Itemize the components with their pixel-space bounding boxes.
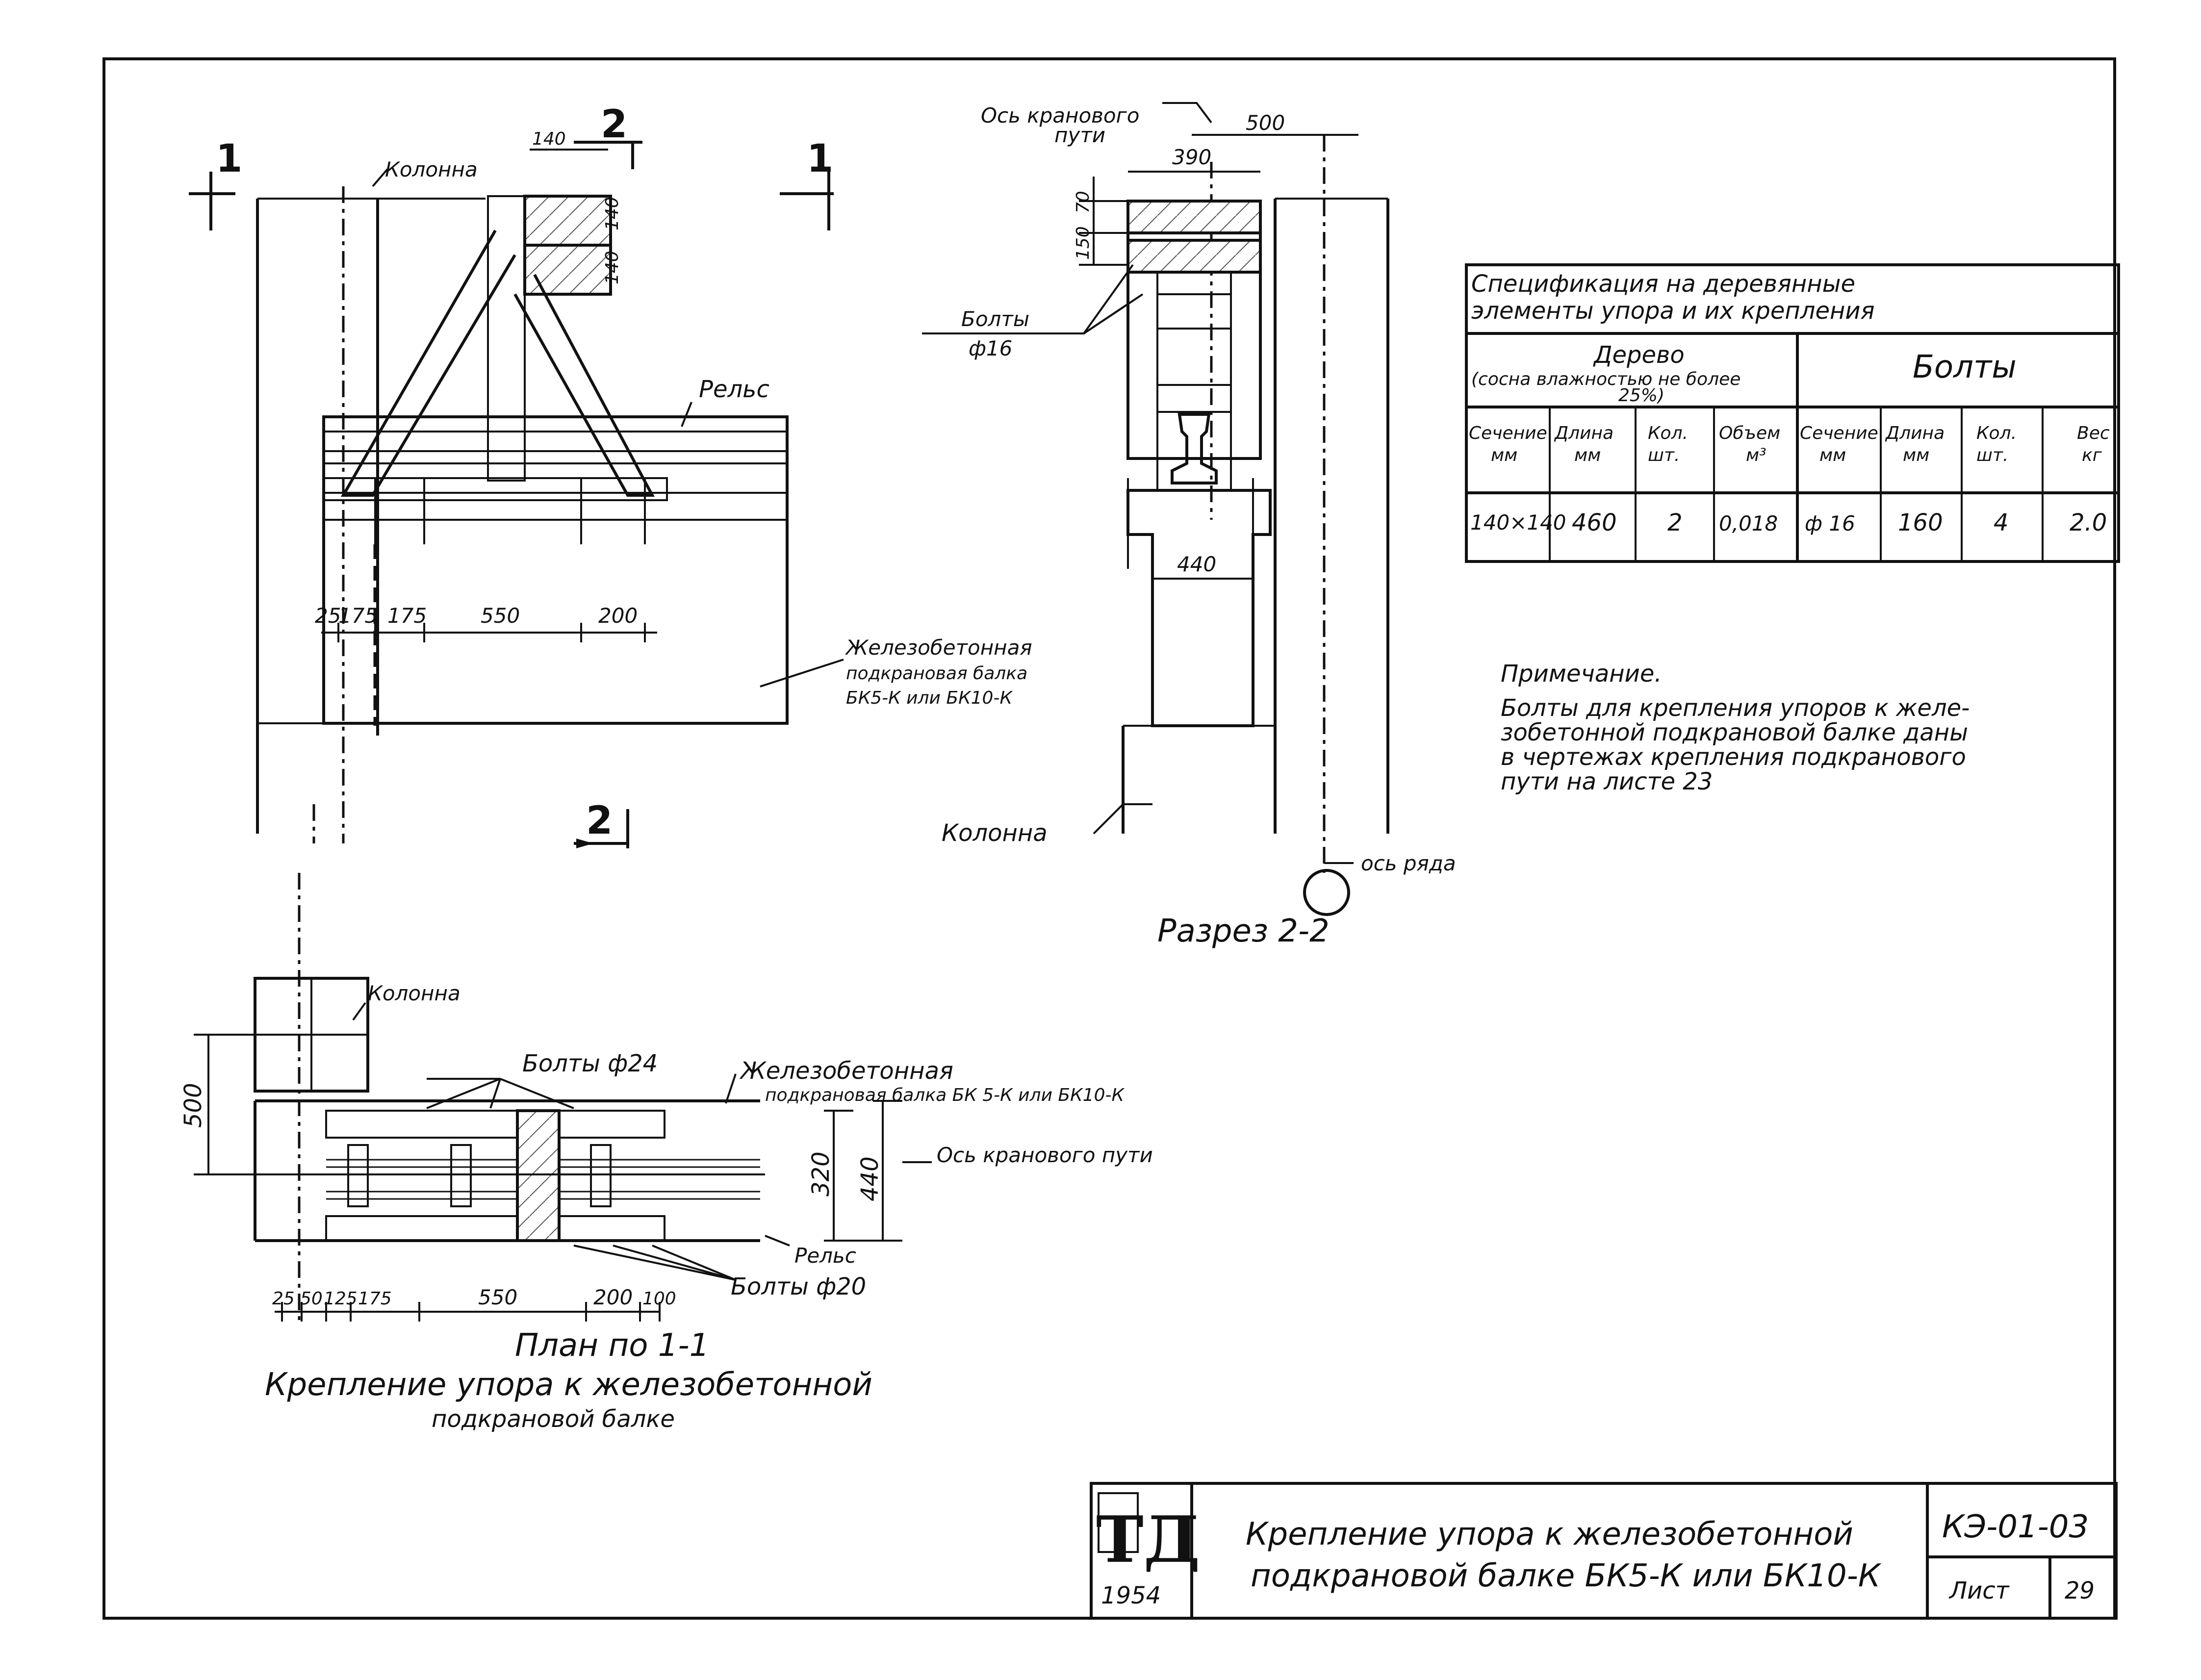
section-title: Разрез 2-2: [1157, 913, 1330, 949]
title-sheet-number: 29: [2065, 1577, 2095, 1604]
spec-header-1-l2: мм: [1574, 445, 1601, 465]
dim-section-500: 500: [1246, 111, 1285, 135]
label-axis-plan: Ось кранового пути: [937, 1143, 1153, 1167]
label-column-plan: Колонна: [368, 981, 461, 1005]
section-2-2-view: Ось кранового пути Болты ф16 Колонна ось…: [922, 102, 1456, 949]
spec-group-wood-1: Дерево: [1593, 341, 1685, 369]
spec-header-4-l1: Сечение: [1800, 423, 1878, 443]
spec-cell-6: 4: [1994, 509, 2009, 536]
label-axis-section-1: Ось кранового: [981, 103, 1139, 127]
note-line-4: пути на листе 23: [1501, 768, 1713, 795]
spec-cell-4: ф 16: [1805, 511, 1855, 535]
dim-section-70: 70: [1073, 191, 1093, 213]
title-year: 1954: [1101, 1582, 1161, 1609]
spec-cell-2: 2: [1667, 509, 1683, 536]
title-block: ТД 1954 Крепление упора к железобетонной…: [1090, 1482, 2118, 1620]
plan-caption-1: Крепление упора к железобетонной: [265, 1367, 872, 1403]
title-logo: ТД: [1096, 1502, 1200, 1577]
spec-group-bolts: Болты: [1913, 349, 2017, 385]
dim-section-390: 390: [1172, 145, 1211, 169]
plan-title: План по 1-1: [515, 1327, 709, 1364]
note-block: Примечание. Болты для крепления упоров к…: [1501, 660, 1970, 795]
dim-el-2: 175: [387, 604, 427, 628]
label-beam-plan-2: подкрановая балка БК 5-К или БК10-К: [765, 1085, 1125, 1105]
spec-header-2-l1: Кол.: [1648, 423, 1688, 443]
note-line-3: в чертежах крепления подкранового: [1501, 743, 1966, 771]
dim-plan-320: 320: [807, 1151, 835, 1196]
spec-cell-0: 140×140: [1470, 510, 1566, 535]
spec-group-wood-2: (сосна влажностью не более: [1471, 369, 1740, 389]
note-heading: Примечание.: [1501, 660, 1662, 687]
spec-header-5-l2: мм: [1903, 445, 1929, 465]
dim-el-0: 25: [315, 604, 341, 628]
spec-table: Спецификация на деревянные элементы упор…: [1465, 263, 2120, 563]
dim-plan-0: 25: [272, 1289, 295, 1309]
title-sheet-label: Лист: [1948, 1577, 2010, 1604]
label-beam-elevation-2: подкрановая балка: [846, 663, 1027, 684]
label-column-section: Колонна: [942, 819, 1048, 847]
spec-header-1-l1: Длина: [1554, 423, 1613, 443]
dim-el-4: 200: [598, 604, 638, 628]
dim-plan-2: 125: [324, 1289, 358, 1309]
label-row-axis: ось ряда: [1361, 851, 1456, 875]
spec-header-7-l1: Вес: [2077, 423, 2110, 443]
title-line-1: Крепление упора к железобетонной: [1246, 1516, 1853, 1553]
spec-header-3-l1: Объем: [1719, 423, 1780, 443]
spec-header-0-l1: Сечение: [1469, 423, 1547, 443]
label-bolts24: Болты ф24: [522, 1050, 658, 1077]
label-bolts16-2: ф16: [969, 336, 1012, 360]
dim-block-2: 140: [602, 251, 622, 284]
dim-block-1: 140: [602, 197, 622, 230]
dim-plan-3: 175: [358, 1289, 392, 1309]
spec-header-5-l1: Длина: [1885, 423, 1945, 443]
dim-plan-4: 550: [478, 1285, 517, 1309]
dim-el-3: 550: [481, 604, 520, 628]
label-beam-elevation-1: Железобетонная: [845, 636, 1032, 660]
section-mark-right: 1: [807, 137, 833, 181]
dim-plan-1: 50: [300, 1289, 323, 1309]
spec-cell-5: 160: [1898, 509, 1943, 536]
spec-title-1: Спецификация на деревянные: [1471, 270, 1855, 298]
spec-header-6-l2: шт.: [1976, 445, 2008, 465]
dim-plan-6: 100: [642, 1289, 676, 1309]
dim-top-width: 140: [532, 129, 566, 149]
dim-plan-5: 200: [593, 1285, 633, 1309]
spec-cell-1: 460: [1572, 509, 1617, 536]
label-column-elevation: Колонна: [385, 157, 478, 181]
dim-plan-500: 500: [179, 1083, 207, 1128]
plan-caption-2: подкрановой балке: [432, 1405, 675, 1433]
title-code: КЭ-01-03: [1942, 1509, 2089, 1545]
spec-header-0-l2: мм: [1491, 445, 1517, 465]
spec-group-wood-3: 25%): [1618, 385, 1664, 406]
label-bolts20: Болты ф20: [731, 1273, 866, 1300]
spec-header-6-l1: Кол.: [1976, 423, 2017, 443]
dim-el-1: 175: [338, 604, 378, 628]
dim-section-440: 440: [1177, 552, 1216, 576]
dim-section-150: 150: [1073, 226, 1093, 260]
note-line-1: Болты для крепления упоров к желе-: [1501, 694, 1970, 722]
spec-cell-7: 2.0: [2070, 509, 2107, 536]
label-beam-plan-1: Железобетонная: [739, 1057, 953, 1085]
spec-title-2: элементы упора и их крепления: [1471, 297, 1874, 325]
label-rail-elevation: Рельс: [699, 376, 769, 403]
label-rail-plan: Рельс: [794, 1244, 856, 1268]
section-mark-bottom: 2: [586, 799, 613, 843]
label-axis-section-2: пути: [1054, 123, 1105, 147]
title-line-2: подкрановой балке БК5-К или БК10-К: [1251, 1558, 1882, 1594]
section-mark-top: 2: [601, 102, 627, 147]
label-beam-elevation-3: БК5-К или БК10-К: [846, 688, 1013, 708]
spec-header-7-l2: кг: [2082, 445, 2102, 465]
label-bolts16-1: Болты: [961, 307, 1029, 331]
spec-header-2-l2: шт.: [1648, 445, 1680, 465]
spec-cell-3: 0,018: [1719, 511, 1778, 535]
spec-header-3-l2: м³: [1746, 445, 1766, 465]
section-mark-left: 1: [216, 137, 242, 181]
elevation-view: 1 1 2 2 Колонна Рельс Железобетонная под…: [189, 102, 1032, 848]
dim-plan-440: 440: [856, 1156, 884, 1201]
note-line-2: зобетонной подкрановой балке даны: [1501, 719, 1968, 746]
spec-header-4-l2: мм: [1819, 445, 1846, 465]
plan-view: Колонна Болты ф24 Железобетонная подкран…: [179, 873, 1153, 1433]
